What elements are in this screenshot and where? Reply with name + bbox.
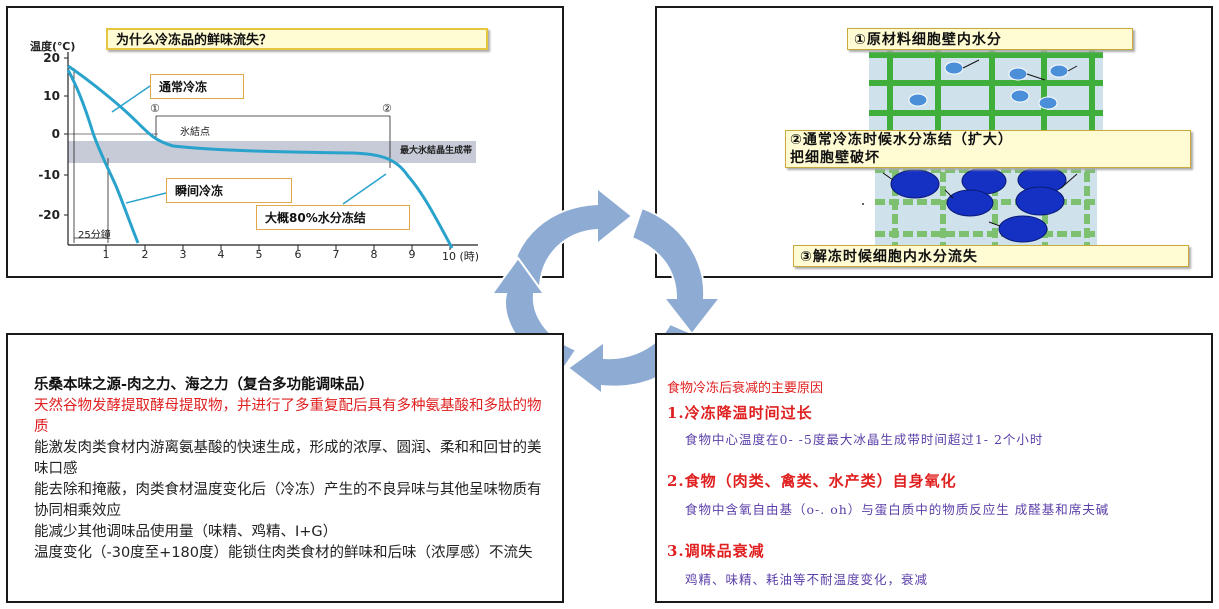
y-axis-title: 温度(℃) bbox=[30, 40, 76, 53]
y-tick: 20 bbox=[43, 51, 60, 65]
freezing-curve-chart bbox=[64, 52, 478, 250]
25-min-label: 25分鐘 bbox=[78, 230, 111, 241]
product-source-text: 天然谷物发酵提取酵母提取物，并进行了多重复配后具有多种氨基酸和多肽的物质 bbox=[34, 398, 542, 435]
x-tick: 7 bbox=[332, 248, 340, 261]
reason-2-title: 2.食物（肉类、禽类、水产类）自身氧化 bbox=[667, 472, 957, 490]
chart-title: 为什么冷冻品的鲜味流失？ bbox=[106, 28, 488, 50]
x-tick: 9 bbox=[408, 248, 416, 261]
product-title: 乐桑本味之源-肉之力、海之力（复合多功能调味品） bbox=[34, 377, 374, 393]
y-tick: -10 bbox=[38, 168, 60, 182]
max-ice-band-label: 最大氷結晶生成帯 bbox=[400, 146, 473, 156]
normal-freezing-curve bbox=[67, 64, 454, 249]
reason-1-title: 1.冷冻降温时间过长 bbox=[667, 404, 813, 422]
step-2-line-1: ②通常冷冻时候水分冻结（扩大） bbox=[790, 132, 1013, 148]
normal-freezing-label: 通常冷冻 bbox=[150, 74, 244, 99]
reason-3-title: 3.调味品衰减 bbox=[667, 542, 765, 560]
marker-1: ① bbox=[150, 102, 160, 115]
cell-diagram-panel: ①原材料细胞壁内水分 ②通常冷冻时候水分冻结（扩大） 把细胞壁破坏 ③解冻时候细… bbox=[655, 6, 1213, 278]
freeze-point-label: 氷結点 bbox=[180, 127, 210, 138]
ice-crystals bbox=[890, 166, 1067, 243]
water-molecules bbox=[908, 61, 1069, 110]
step-1-label: ①原材料细胞壁内水分 bbox=[847, 28, 1133, 50]
y-tick: 0 bbox=[51, 127, 60, 141]
benefit-4: 温度变化（-30度至+180度）能锁住肉类食材的鲜味和后味（浓厚感）不流失 bbox=[34, 545, 533, 561]
marker-2: ② bbox=[382, 102, 392, 115]
x-tick: 8 bbox=[370, 248, 378, 261]
x-tick: 1 bbox=[102, 248, 110, 261]
x-tick: 4 bbox=[217, 248, 225, 261]
cycle-arrow-right bbox=[630, 206, 722, 336]
80-percent-frozen-label: 大概80%水分冻结 bbox=[256, 205, 410, 230]
x-tick: 3 bbox=[179, 248, 187, 261]
instant-freezing-curve bbox=[66, 69, 140, 244]
x-tick: 10 (時) bbox=[442, 250, 480, 263]
decay-reasons-panel: 食物冷冻后衰减的主要原因 1.冷冻降温时间过长 食物中心温度在0- -5度最大冰… bbox=[655, 333, 1213, 603]
x-tick: 2 bbox=[141, 248, 149, 261]
reason-3-desc: 鸡精、味精、耗油等不耐温度变化，衰减 bbox=[685, 572, 929, 587]
reason-1-desc: 食物中心温度在0- -5度最大冰晶生成带时间超过1- 2个小时 bbox=[685, 432, 1044, 447]
y-tick: 10 bbox=[43, 89, 60, 103]
step-3-label: ③解冻时候细胞内水分流失 bbox=[793, 245, 1189, 267]
cycle-arrow-top bbox=[508, 186, 634, 287]
benefit-2: 能去除和掩蔽，肉类食材温度变化后（冷冻）产生的不良异味与其他呈味物质有协同相乘效… bbox=[34, 482, 542, 519]
decay-reasons-heading: 食物冷冻后衰减的主要原因 bbox=[667, 381, 824, 396]
step-2-label: ②通常冷冻时候水分冻结（扩大） 把细胞壁破坏 bbox=[785, 130, 1191, 168]
cell-wall-grid-intact bbox=[869, 41, 1103, 141]
x-tick: 6 bbox=[294, 248, 302, 261]
y-tick: -20 bbox=[38, 208, 60, 222]
cell-diagram bbox=[862, 41, 1103, 250]
benefit-3: 能减少其他调味品使用量（味精、鸡精、I+G） bbox=[34, 524, 338, 540]
reason-2-desc: 食物中含氧自由基（o-. oh）与蛋白质中的物质反应生 成醛基和席夫碱 bbox=[685, 502, 1110, 517]
product-description-panel: 乐桑本味之源-肉之力、海之力（复合多功能调味品） 天然谷物发酵提取酵母提取物，并… bbox=[6, 333, 564, 603]
freezing-curve-panel: 为什么冷冻品的鲜味流失？ 温度(℃) 20 10 0 -10 -20 bbox=[6, 6, 564, 278]
instant-freezing-label: 瞬间冷冻 bbox=[166, 178, 292, 203]
step-2-line-2: 把细胞壁破坏 bbox=[790, 150, 880, 166]
benefit-1: 能激发肉类食材内游离氨基酸的快速生成，形成的浓厚、圆润、柔和和回甘的美味口感 bbox=[34, 440, 542, 477]
x-tick: 5 bbox=[255, 248, 263, 261]
